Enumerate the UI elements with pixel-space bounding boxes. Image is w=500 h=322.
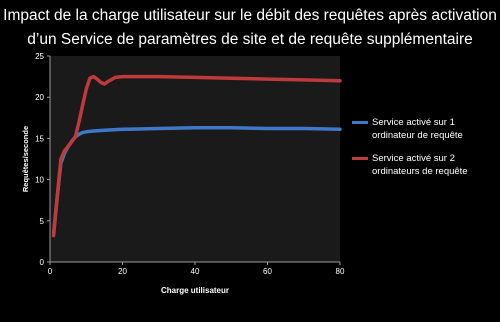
legend-item-series-1: Service activé sur 1 ordinateur de requê… xyxy=(352,116,498,142)
x-tick-label: 20 xyxy=(118,267,127,276)
x-tick-label: 0 xyxy=(48,267,53,276)
legend-label-series-1: Service activé sur 1 ordinateur de requê… xyxy=(372,117,463,141)
legend-label-series-2: Service activé sur 2 ordinateurs de requ… xyxy=(372,153,468,177)
x-axis-label: Charge utilisateur xyxy=(161,286,229,295)
x-tick-label: 60 xyxy=(263,267,272,276)
y-tick-label: 5 xyxy=(40,217,45,226)
y-tick-label: 25 xyxy=(35,52,44,61)
y-tick-label: 15 xyxy=(35,134,44,143)
legend-item-series-2: Service activé sur 2 ordinateurs de requ… xyxy=(352,152,498,178)
legend-swatch-blue xyxy=(352,121,368,124)
chart-title-line-1: Impact de la charge utilisateur sur le d… xyxy=(3,7,497,24)
plot-area xyxy=(50,56,340,262)
y-axis-label: Requêtes/seconde xyxy=(21,126,30,192)
chart-title-line-2: d’un Service de paramètres de site et de… xyxy=(27,31,473,48)
y-tick-label: 0 xyxy=(40,258,45,267)
legend-swatch-red xyxy=(352,157,368,160)
series-lines xyxy=(51,74,342,238)
axes: 0 5 10 15 20 25 0 20 40 60 80 xyxy=(35,52,345,276)
legend: Service activé sur 1 ordinateur de requê… xyxy=(352,116,498,188)
x-tick-label: 40 xyxy=(191,267,200,276)
y-tick-label: 20 xyxy=(35,93,44,102)
series-line-2 xyxy=(51,74,342,238)
x-tick-label: 80 xyxy=(336,267,345,276)
y-tick-label: 10 xyxy=(35,176,44,185)
